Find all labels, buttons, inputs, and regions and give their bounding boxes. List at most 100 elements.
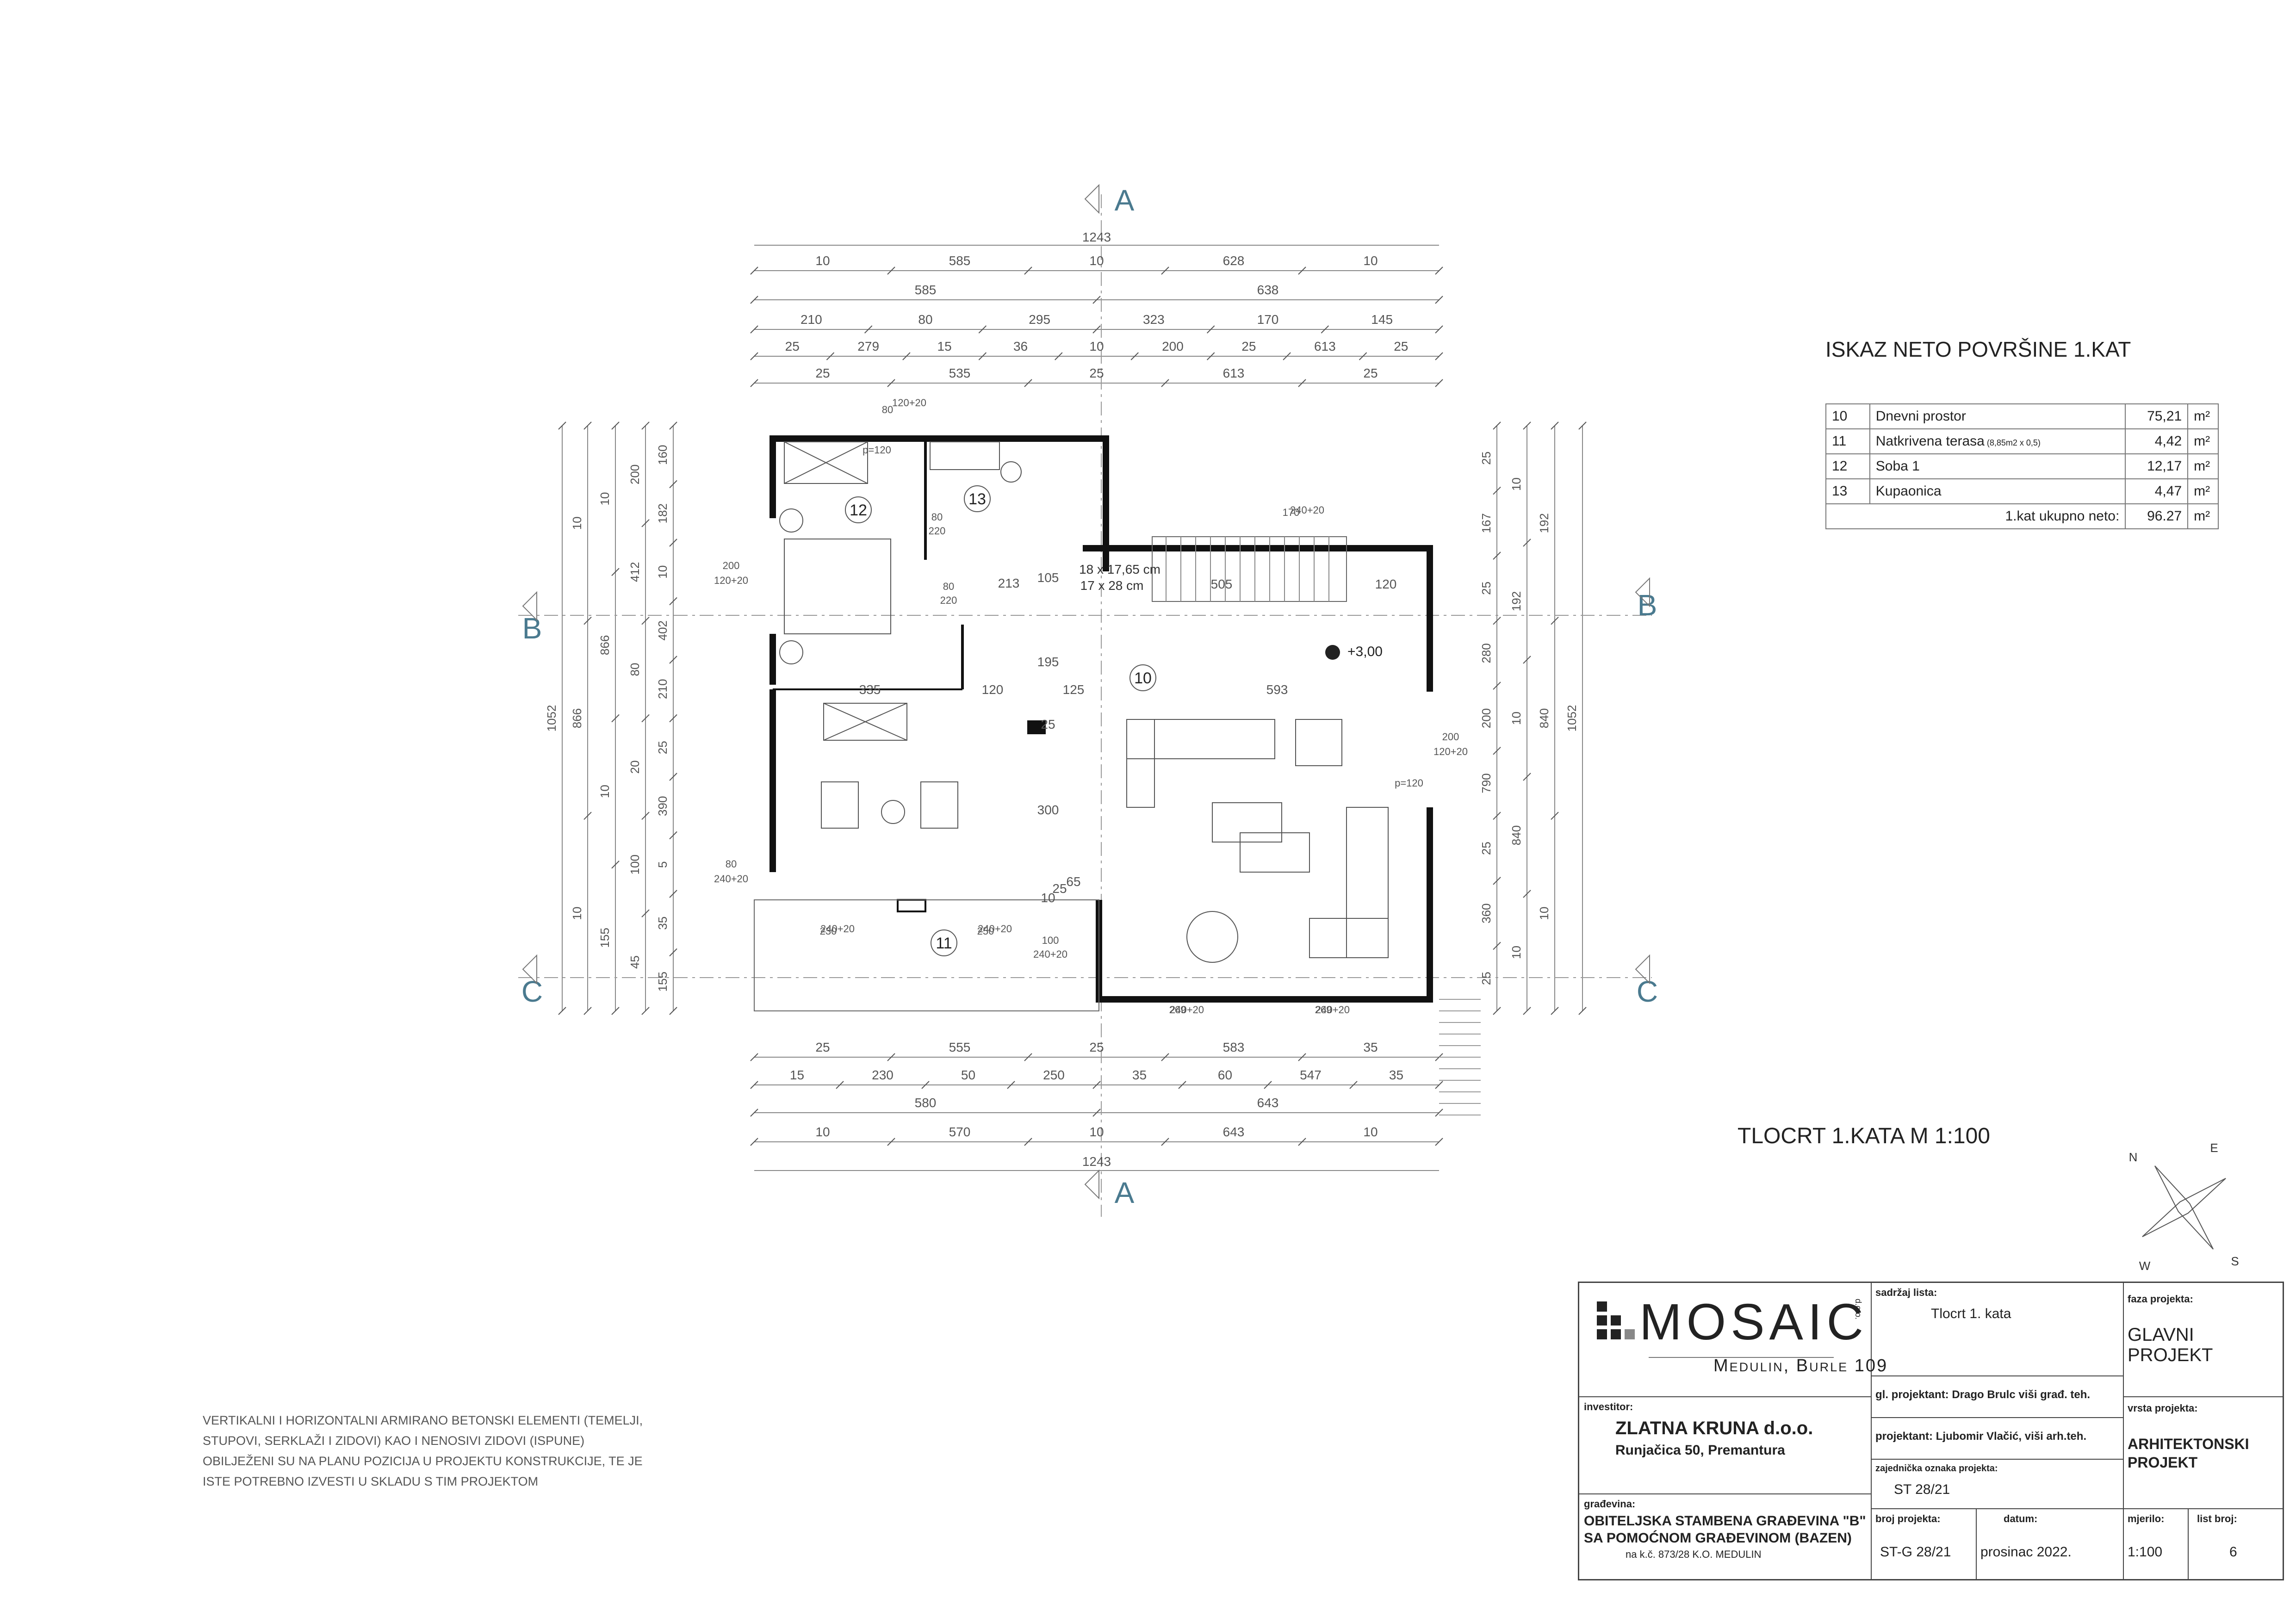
dim-left-col2-label: 10: [570, 907, 584, 920]
room-number-circle: [964, 485, 991, 512]
dim-top-row6-tick: [1024, 379, 1032, 387]
dim-left-col2-tick: [583, 421, 592, 430]
dim-bottom-row3-tick: [1092, 1109, 1101, 1117]
dim-right-col1-label: 167: [1479, 513, 1493, 533]
dim-left-col2-tick: [583, 812, 592, 820]
area-row-number: 11: [1825, 428, 1870, 454]
dim-top-row5-label: 25: [1241, 339, 1256, 353]
dim-left-col4-tick: [641, 812, 650, 820]
dim-left-col5-tick: [669, 656, 677, 664]
interior-dim-label: 25: [1052, 881, 1067, 896]
dim-right-col1-label: 790: [1479, 773, 1493, 793]
dim-right-col1-label: 25: [1479, 842, 1493, 855]
dim-right-col2-label: 10: [1509, 712, 1523, 725]
dim-right-col1-label: 25: [1479, 582, 1493, 595]
dim-right-col1-tick: [1493, 747, 1501, 755]
area-total-row: 1.kat ukupno neto: 96.27 m²: [1825, 503, 2219, 529]
dim-left-col5-label: 402: [656, 620, 670, 640]
dim-left-col5-label: 160: [656, 445, 670, 465]
area-row-area: 75,21: [2125, 403, 2189, 429]
dim-right-col3-label: 192: [1537, 513, 1551, 533]
dim-bottom-row2-tick: [750, 1081, 758, 1089]
dim-top-row2-tick: [1161, 266, 1169, 275]
dim-bottom-row1-tick: [887, 1053, 895, 1061]
mosaic-logo-icon: [1597, 1301, 1635, 1339]
opening-label: 80: [943, 581, 954, 592]
project-no-label: broj projekta:: [1875, 1513, 1941, 1524]
section-mark-a-top: A: [1115, 184, 1135, 217]
dim-left-col4-label: 80: [628, 663, 642, 676]
dim-right-col2-label: 10: [1509, 946, 1523, 959]
room-number: 13: [968, 490, 986, 508]
dim-left-col5-label: 25: [656, 741, 670, 754]
dim-right-col4-label: 1052: [1565, 705, 1579, 732]
area-table-title: ISKAZ NETO POVRŠINE 1.KAT: [1825, 337, 2131, 361]
dim-left-col4-label: 200: [628, 465, 642, 484]
dim-right-col2-label: 840: [1509, 825, 1523, 845]
dim-bottom-row2-label: 35: [1132, 1068, 1147, 1082]
dim-top-row4-label: 323: [1143, 312, 1165, 327]
dim-left-col5-label: 210: [656, 679, 670, 699]
dim-bottom-row1-label: 25: [815, 1040, 830, 1054]
dim-top-row6-label: 535: [949, 366, 971, 380]
dim-bottom-row4-tick: [1024, 1138, 1032, 1146]
opening-label: 120+20: [714, 575, 748, 586]
dim-bottom-row1-tick: [1024, 1053, 1032, 1061]
dim-right-col1-label: 25: [1479, 972, 1493, 985]
type-value-1: ARHITEKTONSKI: [2128, 1436, 2249, 1452]
dim-left-col3-tick: [611, 421, 620, 430]
dim-top-row4-tick: [1206, 325, 1215, 334]
coffee-table: [1212, 802, 1282, 842]
area-row-note: (8,85m2 x 0,5): [1984, 438, 2041, 447]
dim-top-row2-label: 628: [1223, 254, 1245, 268]
dim-left-col5-label: 155: [656, 972, 670, 991]
dim-top-row5-tick: [902, 352, 911, 360]
dim-left-col5-tick: [669, 714, 677, 723]
dim-right-col1-tick: [1493, 877, 1501, 885]
area-row-area: 4,47: [2125, 478, 2189, 504]
section-arrow-icon: [1635, 954, 1650, 985]
dim-left-col3-tick: [611, 861, 620, 869]
dim-top-row6-tick: [1435, 379, 1443, 387]
dim-top-row4-label: 145: [1371, 312, 1393, 327]
dim-top-row5-tick: [750, 352, 758, 360]
interior-dim-label: 213: [998, 576, 1020, 590]
dim-left-col5-label: 182: [656, 503, 670, 523]
section-arrow-icon: [522, 591, 537, 621]
area-row-name: Soba 1: [1869, 453, 2126, 479]
interior-dim-label: 335: [859, 682, 881, 697]
phase-label: faza projekta:: [2128, 1293, 2193, 1305]
interior-dim-label: 300: [1037, 803, 1059, 817]
opening-label: 250: [977, 925, 994, 937]
dim-bottom-row1-label: 583: [1223, 1040, 1245, 1054]
dim-left-col5-tick: [669, 890, 677, 898]
dim-bottom-row3-label: 580: [915, 1096, 937, 1110]
south-east-wall: [1096, 807, 1433, 1003]
opening-label: 170: [1283, 507, 1300, 518]
dim-left-col4-tick: [641, 519, 650, 527]
logo-address: Medulin, Burle 109: [1713, 1356, 1888, 1375]
opening-label: 240+20: [714, 873, 748, 885]
level-value: +3,00: [1347, 644, 1383, 659]
dim-top-row5-label: 15: [937, 339, 952, 353]
terrace-outline: [754, 899, 1099, 1011]
stairs-spec: 17 x 28 cm: [1080, 578, 1144, 593]
opening-label: 100: [1042, 935, 1059, 946]
wardrobe-cross: [784, 441, 868, 484]
dim-top-row5-label: 10: [1089, 339, 1104, 353]
dim-right-col1-label: 360: [1479, 903, 1493, 923]
dim-bottom-row2-tick: [836, 1081, 844, 1089]
dim-top-row4-label: 80: [918, 312, 932, 327]
armchair: [920, 781, 958, 829]
dim-bottom-row2-label: 50: [961, 1068, 975, 1082]
dim-top-row5-tick: [1359, 352, 1367, 360]
room-number-circle: [931, 929, 957, 956]
opening-label: 240+20: [820, 923, 855, 935]
compass-icon: [2154, 1165, 2214, 1250]
column: [1027, 720, 1046, 734]
interior-dim-label: 125: [1063, 682, 1085, 697]
sofa-side: [1126, 719, 1155, 808]
logo-suffix: d.o.o.: [1854, 1299, 1863, 1320]
dim-bottom-row4-label: 643: [1223, 1125, 1245, 1139]
date-value: prosinac 2022.: [1980, 1544, 2072, 1560]
